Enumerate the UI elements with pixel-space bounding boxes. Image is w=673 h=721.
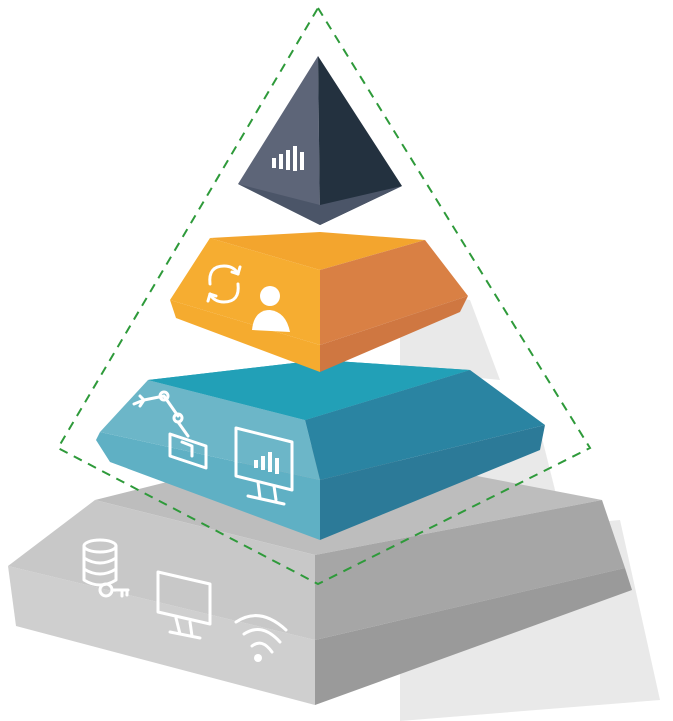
tier-base-right-face xyxy=(315,500,625,640)
tier-base-left-slope xyxy=(8,500,315,640)
wifi-icon xyxy=(234,614,288,662)
tier-orange-left-face xyxy=(170,300,320,372)
tier-teal-left-face xyxy=(96,432,320,540)
tier-orange-top-face xyxy=(210,232,425,270)
tier-orange-right-face xyxy=(320,240,468,345)
tier-teal-top-cap xyxy=(148,360,470,420)
tier-teal-right-bottom xyxy=(320,425,545,540)
tier-top xyxy=(238,56,402,225)
tier-top-right-face xyxy=(318,56,402,225)
database-key-icon xyxy=(82,538,130,598)
robotic-arm-icon xyxy=(132,390,208,470)
user-icon xyxy=(252,286,290,332)
tier-teal xyxy=(96,360,545,540)
tier-base-right-bottom xyxy=(315,568,632,705)
tier-orange-right-bottom xyxy=(320,296,468,372)
highlight-outline xyxy=(56,6,592,586)
tier-orange xyxy=(170,232,468,372)
sync-arrows-icon xyxy=(206,264,242,304)
tier-top-left-face xyxy=(238,56,320,225)
bar-chart-icon xyxy=(272,146,304,171)
monitor-icon xyxy=(156,570,212,640)
tier-top-cap xyxy=(238,184,402,225)
tier-teal-left-slope xyxy=(100,380,320,480)
tier-base-left-face xyxy=(8,566,315,705)
tier-teal-right-face xyxy=(305,370,545,480)
monitor-chart-icon xyxy=(234,426,294,506)
